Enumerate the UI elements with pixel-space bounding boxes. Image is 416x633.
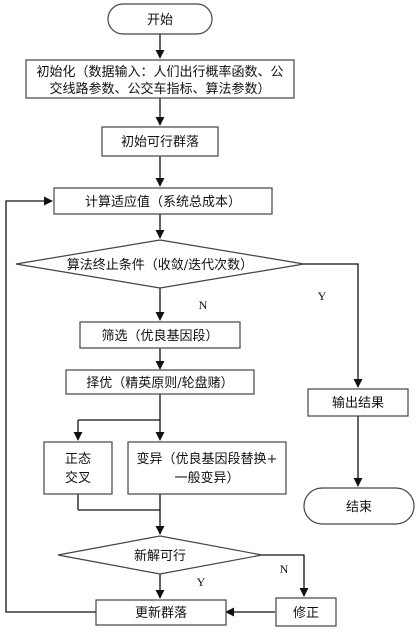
output-label: 输出结果 (332, 395, 384, 411)
arrow-update-fitness-loop (5, 196, 96, 613)
init-population-label: 初始可行群落 (121, 135, 199, 150)
arrow-termination-output (304, 263, 363, 388)
init-label-line2: 交线路参数、公交车指标、算法参数） (49, 81, 270, 97)
elitism-label: 择优（精英原则/轮盘赌） (86, 375, 233, 391)
crossover-label-line2: 交叉 (65, 470, 91, 486)
termination-diamond (15, 239, 305, 289)
elitism-box (65, 369, 255, 395)
feasible-no-label: N (280, 562, 289, 576)
mutation-box (127, 441, 287, 495)
feasible-diamond (57, 535, 263, 575)
start-node (107, 3, 213, 35)
crossover-label-line1: 正态 (65, 452, 91, 467)
init-label-line1: 初始化（数据输入：人们出行概率函数、公 (36, 64, 283, 80)
output-box (307, 388, 409, 417)
selection-box (79, 321, 241, 349)
fitness-box (53, 187, 273, 215)
termination-yes-label: Y (318, 289, 327, 303)
start-label: 开始 (147, 13, 173, 28)
feasible-label: 新解可行 (134, 548, 186, 564)
update-label: 更新群落 (135, 605, 187, 621)
fitness-label: 计算适应值（系统总成本） (85, 194, 241, 210)
crossover-box (43, 441, 113, 495)
end-label: 结束 (346, 500, 372, 515)
init-box (25, 59, 295, 99)
init-population-box (101, 126, 219, 157)
termination-no-label: N (199, 298, 208, 312)
arrow-feasible-repair (262, 554, 309, 597)
feasible-yes-label: Y (197, 575, 206, 589)
update-box (95, 599, 227, 626)
end-node (303, 487, 415, 525)
connectors (5, 34, 363, 617)
repair-label: 修正 (293, 606, 319, 621)
repair-box (275, 597, 337, 627)
termination-label: 算法终止条件（收敛/迭代次数） (67, 257, 253, 273)
mutation-label-line2: 一般变异） (174, 470, 239, 486)
mutation-label-line1: 变异（优良基因段替换+ (137, 451, 278, 467)
selection-label: 筛选（优良基因段） (101, 328, 218, 344)
